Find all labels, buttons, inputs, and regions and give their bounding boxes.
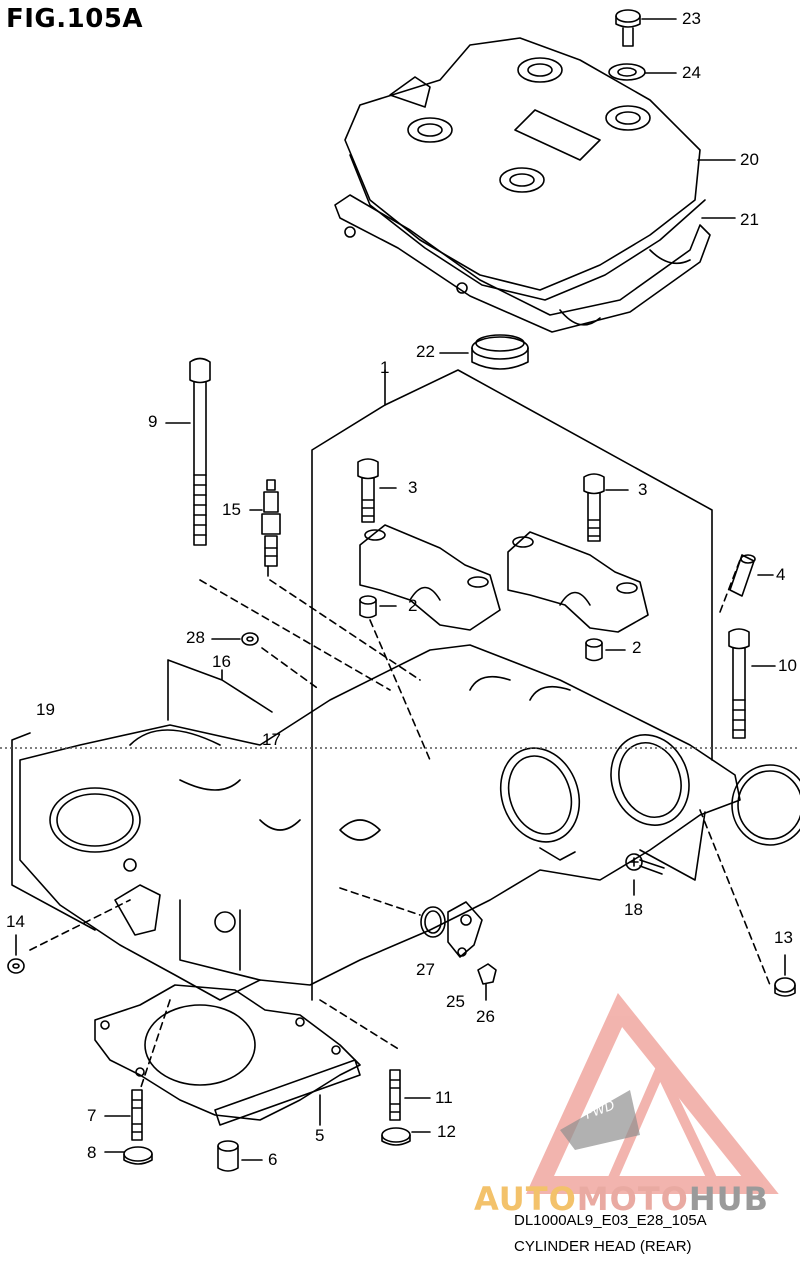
- washer-24-shape: [608, 63, 646, 81]
- figure-code: DL1000AL9_E03_E28_105A: [514, 1212, 707, 1229]
- part-label-7: 7: [87, 1106, 97, 1125]
- part-label-10: 10: [778, 656, 797, 675]
- bolt-26-shape: [477, 963, 497, 1001]
- gasket-21-shape: [334, 194, 711, 333]
- part-label-1: 1: [380, 358, 390, 377]
- o-ring-27-shape: [420, 906, 446, 938]
- bolt-3b-shape: [583, 473, 629, 542]
- nut-8-shape: [104, 1146, 153, 1165]
- o-ring-right-shape: [731, 764, 800, 846]
- figure-title: FIG.105A: [6, 4, 144, 34]
- intake-pipe-left-shape: [499, 747, 581, 861]
- part-label-25: 25: [446, 992, 465, 1011]
- part-label-4: 4: [776, 565, 786, 584]
- part-label-24: 24: [682, 63, 701, 82]
- nut-12-shape: [381, 1127, 431, 1146]
- cam-holder-left-shape: [359, 524, 501, 631]
- gasket-5-shape: [94, 984, 361, 1126]
- part-label-5: 5: [315, 1126, 325, 1145]
- watermark-logo: [525, 992, 779, 1194]
- spark-plug-15-shape: [249, 479, 281, 577]
- cover-25-shape: [447, 901, 483, 958]
- washer-14-shape: [7, 934, 25, 974]
- figure-caption: CYLINDER HEAD (REAR): [514, 1238, 692, 1255]
- intake-pipe-right-shape: [610, 734, 690, 826]
- screw-18-shape: [625, 853, 665, 896]
- part-label-2b: 2: [632, 638, 642, 657]
- part-label-21: 21: [740, 210, 759, 229]
- part-label-13: 13: [774, 928, 793, 947]
- watermark-text: AUTOMOTOHUB: [474, 1180, 769, 1218]
- part-label-3b: 3: [638, 480, 648, 499]
- watermark-part1: AUTO: [474, 1180, 577, 1218]
- part-label-3a: 3: [408, 478, 418, 497]
- part-label-15: 15: [222, 500, 241, 519]
- part-label-28: 28: [186, 628, 205, 647]
- bolt-10-shape: [728, 628, 776, 739]
- part-label-2a: 2: [408, 596, 418, 615]
- washer-28-shape: [211, 632, 259, 646]
- dowel-6-shape: [217, 1140, 263, 1172]
- head-cover-20-shape: [344, 37, 706, 326]
- part-label-23: 23: [682, 9, 701, 28]
- part-label-8: 8: [87, 1143, 97, 1162]
- part-label-16: 16: [212, 652, 231, 671]
- dowel-2a-shape: [359, 595, 397, 619]
- screw-18-leader: [639, 811, 706, 881]
- watermark-part2: MOTO: [576, 1180, 689, 1218]
- dowel-2b-shape: [585, 638, 626, 662]
- cam-holder-right-shape: [507, 531, 649, 633]
- part-label-6: 6: [268, 1150, 278, 1169]
- part-label-12: 12: [437, 1122, 456, 1141]
- part-label-19: 19: [36, 700, 55, 719]
- dashed-leaders: [29, 559, 771, 1091]
- part-label-18: 18: [624, 900, 643, 919]
- watermark-part3: HUB: [688, 1180, 770, 1218]
- cylinder-head-body-shape: [19, 644, 741, 1001]
- seal-ring-22-shape: [471, 334, 529, 370]
- part-label-27: 27: [416, 960, 435, 979]
- part-label-17: 17: [262, 730, 281, 749]
- stud-11-shape: [389, 1069, 431, 1121]
- part-label-22: 22: [416, 342, 435, 361]
- bolt-13-shape: [774, 954, 796, 997]
- part-label-11: 11: [435, 1088, 453, 1107]
- part-label-14: 14: [6, 912, 25, 931]
- guide-4-shape: [729, 554, 774, 597]
- stud-7-shape: [104, 1089, 143, 1141]
- part-label-20: 20: [740, 150, 759, 169]
- part-label-9: 9: [148, 412, 158, 431]
- bolt-3a-shape: [357, 458, 397, 523]
- part-label-26: 26: [476, 1007, 495, 1026]
- bolt-9-shape: [165, 357, 211, 546]
- bolt-23-shape: [615, 9, 641, 47]
